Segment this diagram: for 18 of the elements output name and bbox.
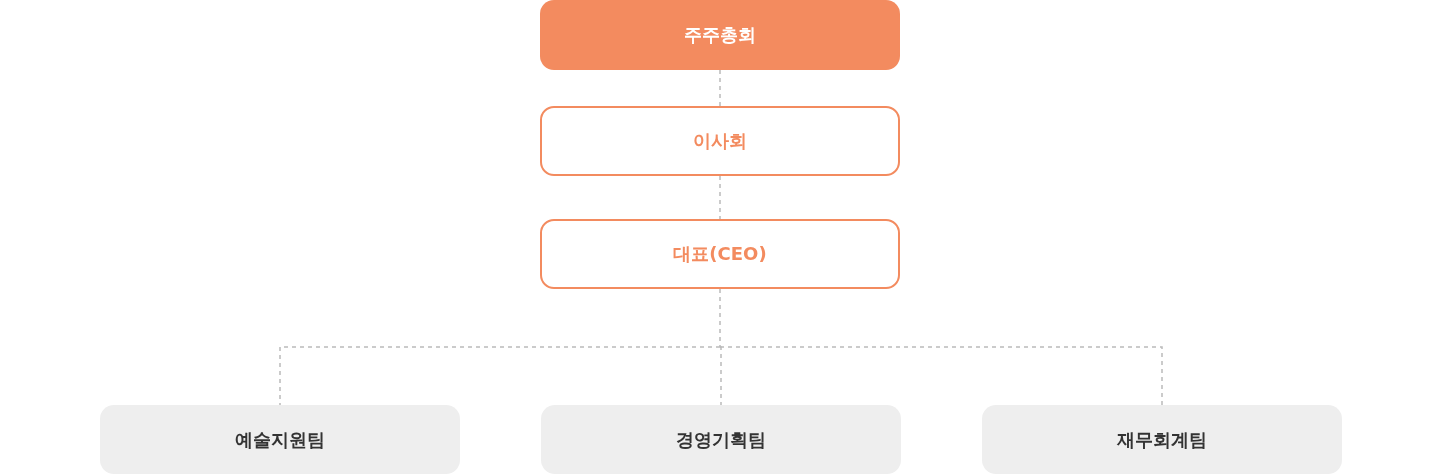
- org-box: [540, 219, 900, 289]
- org-box: [540, 106, 900, 176]
- org-box: [540, 0, 900, 70]
- connector-line: [719, 346, 1163, 406]
- connector-line: [719, 69, 721, 107]
- connector-line: [719, 175, 721, 220]
- node-label: 이사회: [693, 129, 747, 153]
- team-box: [541, 405, 901, 474]
- node-label: 예술지원팀: [235, 427, 325, 452]
- team-box: [982, 405, 1342, 474]
- node-label: 경영기획팀: [676, 427, 766, 452]
- team-box: [100, 405, 460, 474]
- node-label: 대표(CEO): [673, 242, 767, 266]
- connector-line: [719, 346, 722, 406]
- node-label: 주주총회: [684, 23, 756, 47]
- node-label: 재무회계팀: [1117, 427, 1207, 452]
- connector-line: [279, 346, 721, 406]
- connector-line: [719, 288, 721, 348]
